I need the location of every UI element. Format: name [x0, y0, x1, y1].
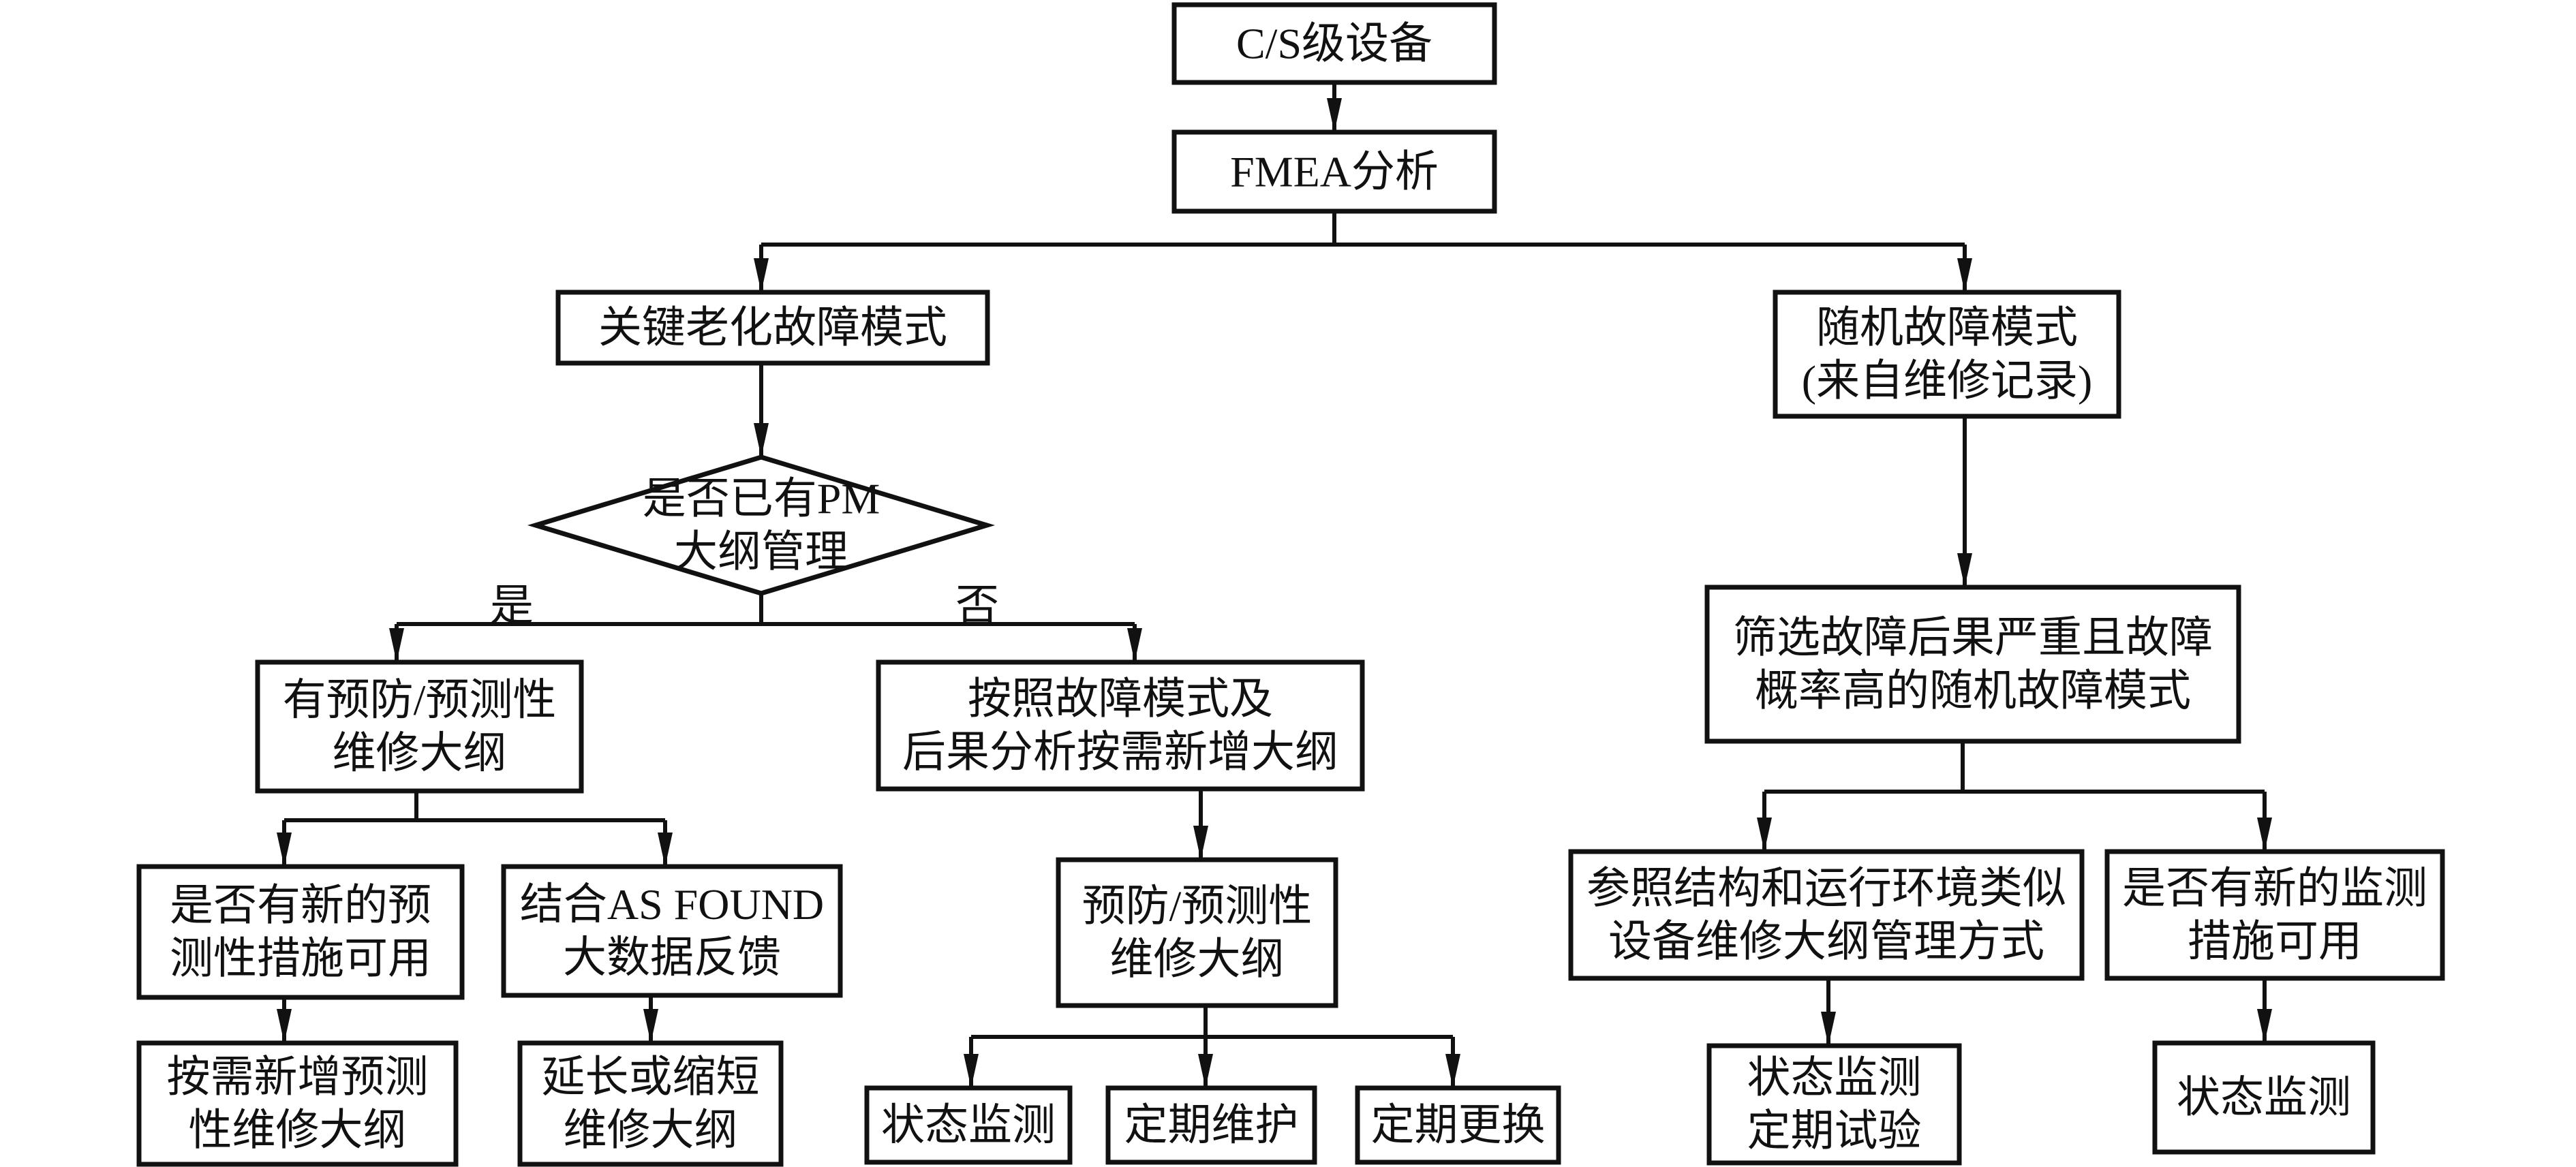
arrowhead-icon — [754, 258, 769, 292]
process-box — [1171, 2, 1497, 85]
node-key-aging: 关键老化故障模式 — [555, 290, 990, 366]
node-label-line: (来自维修记录) — [1802, 357, 2093, 405]
node-label-line: 设备维修大纲管理方式 — [1608, 918, 2044, 966]
process-box — [1355, 1085, 1561, 1165]
process-box — [876, 659, 1365, 792]
process-box — [1056, 857, 1338, 1008]
process-box — [1105, 1085, 1317, 1165]
arrowhead-icon — [1127, 628, 1142, 662]
node-condition-monitoring-1: 状态监测 — [864, 1085, 1073, 1165]
node-pm-decision: 是否已有PM 大纲管理 — [527, 454, 996, 596]
node-label-line: 后果分析按需新增大纲 — [902, 728, 1338, 777]
process-box — [1706, 1043, 1962, 1166]
node-label-line: 预防/预测性 — [1082, 882, 1313, 931]
process-box — [1704, 585, 2241, 744]
node-label-line: 大纲管理 — [674, 528, 848, 576]
process-box — [1171, 129, 1497, 214]
node-label-line: 大数据反馈 — [563, 933, 781, 982]
node-label-line: 状态监测 — [1747, 1054, 1922, 1102]
node-label-line: 延长或缩短 — [542, 1053, 760, 1102]
process-box — [864, 1085, 1073, 1165]
process-box — [136, 864, 465, 1000]
node-periodic-replacement: 定期更换 — [1355, 1085, 1561, 1165]
node-label-line: 定期更换 — [1371, 1101, 1546, 1149]
process-box — [517, 1040, 784, 1167]
node-label-line: 概率高的随机故障模式 — [1755, 667, 2191, 715]
node-label-line: 是否有新的预 — [170, 882, 431, 930]
node-label-line: FMEA分析 — [1230, 148, 1439, 196]
node-periodic-maintenance: 定期维护 — [1105, 1085, 1317, 1165]
process-box — [2104, 849, 2445, 981]
node-label-line: 定期维护 — [1124, 1101, 1299, 1149]
node-label-line: 定期试验 — [1747, 1107, 1922, 1155]
branch-label-no: 否 — [955, 582, 999, 630]
node-label-line: 参照结构和运行环境类似 — [1586, 865, 2066, 913]
node-label-line: 筛选故障后果严重且故障 — [1733, 614, 2213, 662]
node-label-line: 结合AS FOUND — [520, 880, 824, 929]
process-box — [255, 659, 584, 794]
node-label-line: 状态监测 — [881, 1101, 1056, 1149]
arrowhead-icon — [2257, 818, 2272, 852]
node-label-line: C/S级设备 — [1236, 20, 1432, 68]
arrowhead-icon — [1757, 818, 1772, 852]
arrowhead-icon — [389, 628, 404, 662]
arrowhead-icon — [1193, 826, 1208, 860]
node-label-line: 维修大纲 — [333, 729, 507, 777]
node-fmea: FMEA分析 — [1171, 129, 1497, 214]
node-label-line: 是否已有PM — [643, 475, 880, 523]
node-label-line: 按照故障模式及 — [968, 675, 1273, 723]
arrowhead-icon — [1327, 98, 1342, 132]
process-box — [1773, 290, 2121, 419]
node-label-line: 测性措施可用 — [170, 935, 431, 983]
process-box — [136, 1040, 459, 1167]
arrowhead-icon — [277, 833, 292, 867]
node-label-line: 随机故障模式 — [1816, 304, 2078, 352]
process-box — [2152, 1040, 2376, 1155]
process-box — [555, 290, 990, 366]
node-random-failure: 随机故障模式 (来自维修记录) — [1773, 290, 2121, 419]
arrowhead-icon — [964, 1054, 979, 1088]
arrowhead-icon — [1445, 1054, 1460, 1088]
node-cs-equipment: C/S级设备 — [1171, 2, 1497, 85]
node-condition-monitoring-2: 状态监测 — [2152, 1040, 2376, 1155]
node-label-line: 有预防/预测性 — [283, 676, 557, 724]
node-label-line: 是否有新的监测 — [2122, 865, 2427, 913]
node-label-line: 按需新增预测 — [167, 1053, 429, 1102]
node-label-line: 维修大纲 — [1110, 935, 1285, 984]
arrowhead-icon — [277, 1009, 292, 1043]
process-box — [1568, 849, 2085, 981]
node-label-line: 关键老化故障模式 — [598, 304, 947, 352]
arrowhead-icon — [1821, 1012, 1836, 1046]
node-label-line: 状态监测 — [2177, 1074, 2351, 1122]
process-box — [501, 864, 843, 998]
arrowhead-icon — [1957, 258, 1972, 292]
arrowhead-icon — [1957, 553, 1972, 587]
node-label-line: 维修大纲 — [564, 1106, 738, 1155]
decision-diamond — [527, 454, 996, 596]
node-label-line: 措施可用 — [2188, 918, 2362, 966]
arrowhead-icon — [754, 423, 769, 457]
arrowhead-icon — [658, 833, 673, 867]
node-label-line: 性维修大纲 — [189, 1106, 407, 1155]
arrowhead-icon — [1198, 1054, 1213, 1088]
branch-label-yes: 是 — [490, 582, 534, 630]
arrowhead-icon — [643, 1009, 658, 1043]
arrowhead-icon — [2257, 1009, 2272, 1043]
